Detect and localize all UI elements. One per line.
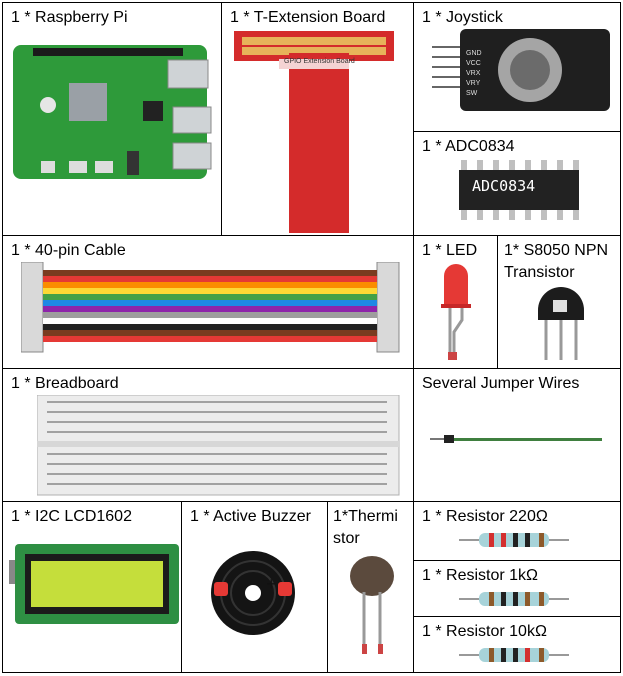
cell-led: 1 * LED bbox=[413, 235, 498, 369]
resistor-1k-icon bbox=[459, 592, 569, 606]
cell-joystick: 1 * Joystick GND VCC VRX VRY SW bbox=[413, 2, 621, 132]
cell-cable: 1 * 40-pin Cable bbox=[2, 235, 414, 369]
lcd-icon bbox=[9, 544, 179, 624]
component-label: 1 * T-Extension Board bbox=[230, 9, 386, 26]
component-label: 1 * Resistor 220Ω bbox=[422, 508, 548, 525]
gpio-board-title: GPIO Extension Board bbox=[284, 58, 355, 65]
component-label: 1 * Breadboard bbox=[11, 375, 119, 392]
thermistor-icon bbox=[350, 556, 394, 654]
raspberry-pi-icon bbox=[13, 45, 212, 179]
cell-thermistor: 1*Thermi stor bbox=[327, 501, 414, 673]
t-extension-board-icon bbox=[234, 31, 394, 233]
component-label: 1 * Joystick bbox=[422, 9, 503, 26]
component-label: 1 * Raspberry Pi bbox=[11, 9, 128, 26]
component-label: 1 * Resistor 1kΩ bbox=[422, 567, 538, 584]
component-label: Several Jumper Wires bbox=[422, 375, 580, 392]
transistor-icon bbox=[538, 287, 584, 360]
joystick-pin-gnd: GND bbox=[466, 50, 482, 57]
component-label: 1 * Resistor 10kΩ bbox=[422, 623, 547, 640]
joystick-icon bbox=[432, 29, 610, 111]
cell-buzzer: 1 * Active Buzzer + bbox=[181, 501, 328, 673]
component-label: 1*Thermi stor bbox=[333, 508, 398, 547]
breadboard-icon bbox=[37, 395, 400, 496]
component-label: 1 * 40-pin Cable bbox=[11, 242, 126, 259]
component-label: 1 * ADC0834 bbox=[422, 138, 515, 155]
cell-r1k: 1 * Resistor 1kΩ bbox=[413, 560, 621, 617]
cell-raspberry-pi: 1 * Raspberry Pi bbox=[2, 2, 222, 236]
component-label: 1* S8050 NPN Transistor bbox=[504, 242, 609, 281]
ribbon-cable-icon bbox=[21, 262, 400, 353]
adc-chip-text: ADC0834 bbox=[472, 177, 536, 195]
buzzer-plus-sign: + bbox=[266, 574, 277, 594]
cell-adc0834: 1 * ADC0834 ADC0834 bbox=[413, 131, 621, 236]
cell-lcd: 1 * I2C LCD1602 bbox=[2, 501, 182, 673]
cell-breadboard: 1 * Breadboard bbox=[2, 368, 414, 502]
component-label: 1 * LED bbox=[422, 242, 478, 259]
cell-r220: 1 * Resistor 220Ω bbox=[413, 501, 621, 561]
component-label: 1 * I2C LCD1602 bbox=[11, 508, 132, 525]
joystick-pin-vrx: VRX bbox=[466, 70, 481, 77]
cell-r10k: 1 * Resistor 10kΩ bbox=[413, 616, 621, 673]
adc-chip-icon bbox=[459, 160, 579, 220]
resistor-220-icon bbox=[459, 533, 569, 547]
joystick-pin-vcc: VCC bbox=[466, 60, 481, 67]
buzzer-icon bbox=[211, 551, 295, 635]
cell-t-extension: 1 * T-Extension Board GPIO Extension Boa… bbox=[221, 2, 414, 236]
jumper-wire-icon bbox=[430, 435, 602, 443]
led-icon bbox=[441, 264, 471, 360]
cell-jumper: Several Jumper Wires bbox=[413, 368, 621, 502]
resistor-10k-icon bbox=[459, 648, 569, 662]
joystick-pin-sw: SW bbox=[466, 90, 478, 97]
cell-transistor: 1* S8050 NPN Transistor bbox=[497, 235, 621, 369]
joystick-pin-vry: VRY bbox=[466, 80, 481, 87]
component-label: 1 * Active Buzzer bbox=[190, 508, 311, 525]
